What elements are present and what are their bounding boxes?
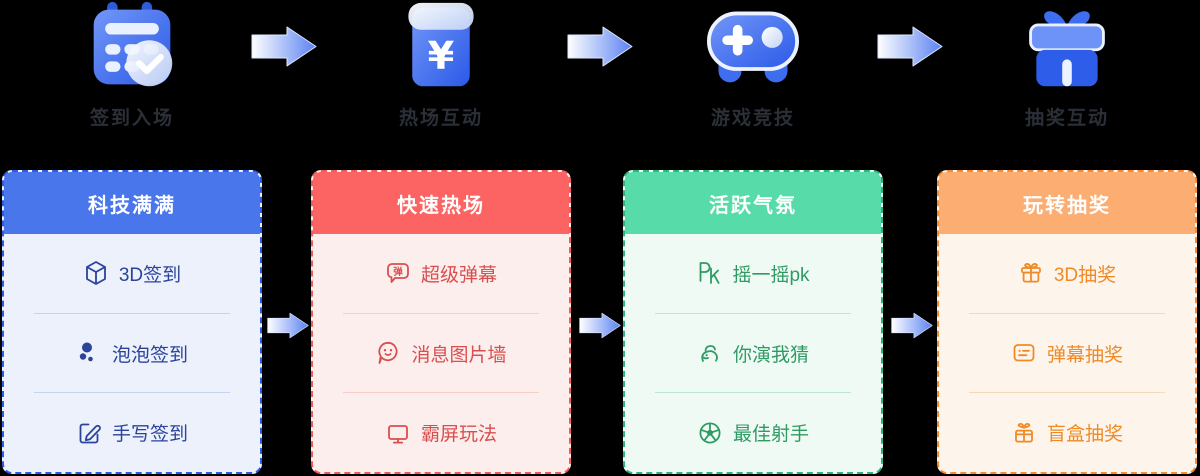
card-title: 快速热场 <box>313 172 569 234</box>
flow-arrow-icon <box>267 312 309 339</box>
flow-step-lottery: 抽奖互动 <box>937 0 1197 130</box>
divider <box>655 312 851 314</box>
card-item: 你演我猜 <box>625 314 881 393</box>
danmaku-card-icon <box>1013 344 1035 362</box>
card-title: 活跃气氛 <box>625 172 881 234</box>
flow-step-label: 抽奖互动 <box>1024 108 1109 129</box>
flow-step-label: 游戏竞技 <box>710 108 795 129</box>
card-body: 3D抽奖 弹幕抽奖 盲盒抽奖 <box>939 234 1195 472</box>
calendar-check-icon <box>93 1 173 87</box>
mystery-box-icon <box>1015 422 1033 443</box>
card-item: 最佳射手 <box>625 393 881 472</box>
card-item-label: 3D签到 <box>118 264 182 286</box>
card-item-label: 超级弹幕 <box>420 264 497 286</box>
card-tech-signin: 科技满满 3D签到 泡泡签到 <box>2 170 262 474</box>
card-lottery: 玩转抽奖 3D抽奖 弹幕抽奖 <box>937 170 1197 474</box>
gamepad-icon <box>707 11 799 83</box>
card-item-label: 3D抽奖 <box>1053 264 1117 286</box>
monitor-icon <box>388 424 408 444</box>
soccer-ball-icon <box>699 422 721 444</box>
handwriting-icon <box>79 423 101 444</box>
divider <box>343 392 539 394</box>
card-title: 科技满满 <box>4 172 260 234</box>
pk-icon <box>700 262 720 285</box>
gift-outline-icon <box>1020 263 1041 283</box>
card-item: 弹幕抽奖 <box>939 314 1195 393</box>
card-item: 3D签到 <box>4 234 260 313</box>
card-item-label: 弹幕抽奖 <box>1046 344 1123 366</box>
divider <box>969 392 1165 394</box>
flow-arrow-icon <box>251 26 317 67</box>
card-item-label: 你演我猜 <box>732 344 809 366</box>
charades-icon <box>701 345 718 362</box>
cube-3d-icon <box>85 261 106 286</box>
flow-arrow-icon <box>891 312 933 339</box>
card-item-label: 霸屏玩法 <box>420 424 497 446</box>
flow-step-label: 签到入场 <box>89 108 174 129</box>
divider <box>343 312 539 314</box>
flow-step-label: 热场互动 <box>398 108 483 129</box>
svg-text:弹: 弹 <box>393 266 403 278</box>
flow-step-warmup: ¥ 热场互动 <box>311 0 571 130</box>
bubbles-icon <box>79 342 93 362</box>
card-item: 霸屏玩法 <box>313 393 569 472</box>
flow-step-game: 游戏竞技 <box>623 0 883 130</box>
card-title: 玩转抽奖 <box>939 172 1195 234</box>
card-item: 消息图片墙 <box>313 314 569 393</box>
card-body: 弹 超级弹幕 消息图片墙 霸屏玩法 <box>313 234 569 472</box>
card-item: 盲盒抽奖 <box>939 393 1195 472</box>
divider <box>34 312 230 314</box>
flow-arrow-icon <box>579 312 621 339</box>
danmaku-bubble-icon: 弹 <box>387 263 409 284</box>
svg-text:¥: ¥ <box>428 34 455 79</box>
card-item: 弹 超级弹幕 <box>313 234 569 313</box>
divider <box>34 392 230 394</box>
card-item-label: 泡泡签到 <box>111 344 188 366</box>
card-body: 摇一摇pk 你演我猜 最佳射手 <box>625 234 881 472</box>
card-item-label: 最佳射手 <box>732 424 809 446</box>
card-item: 摇一摇pk <box>625 234 881 313</box>
smiley-bubble-icon <box>378 341 398 364</box>
card-item-label: 手写签到 <box>111 424 188 446</box>
divider <box>969 312 1165 314</box>
card-item: 3D抽奖 <box>939 234 1195 313</box>
gift-box-icon <box>1029 11 1105 87</box>
card-item-label: 盲盒抽奖 <box>1046 424 1123 446</box>
red-packet-icon: ¥ <box>408 2 474 87</box>
card-item: 泡泡签到 <box>4 314 260 393</box>
card-body: 3D签到 泡泡签到 手写签到 <box>4 234 260 472</box>
flow-arrow-icon <box>877 26 943 67</box>
card-item: 手写签到 <box>4 393 260 472</box>
card-item-label: 消息图片墙 <box>411 344 507 366</box>
flow-step-signin: 签到入场 <box>2 0 262 130</box>
card-quick-warmup: 快速热场 弹 超级弹幕 消息图片墙 <box>311 170 571 474</box>
flow-arrow-icon <box>567 26 633 67</box>
divider <box>655 392 851 394</box>
card-item-label: 摇一摇pk <box>732 264 810 286</box>
card-atmosphere: 活跃气氛 摇一摇pk 你演我猜 <box>623 170 883 474</box>
